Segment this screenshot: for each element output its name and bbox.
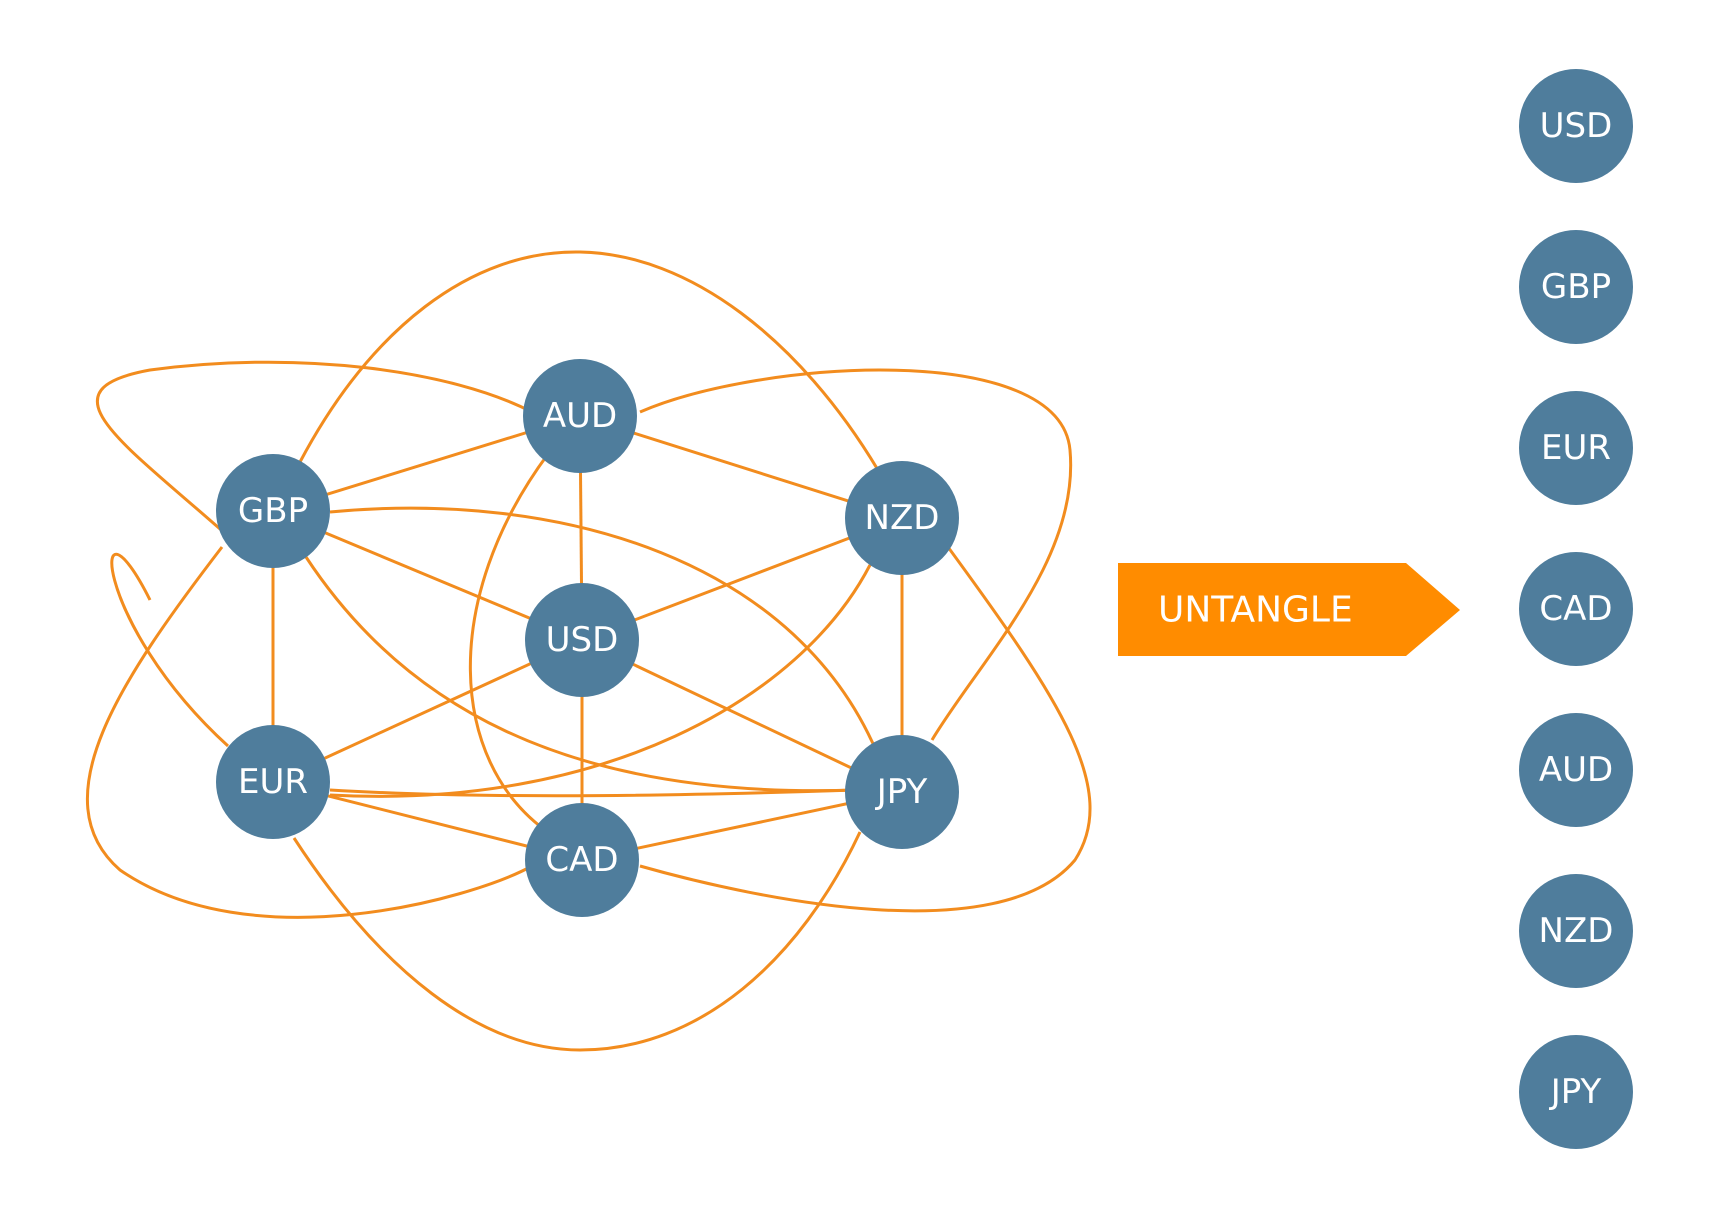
graph-node-aud: AUD [523, 359, 637, 473]
list-node-label: JPY [1549, 1072, 1602, 1112]
list-node-circle [1519, 552, 1633, 666]
graph-node-circle [216, 454, 330, 568]
list-node-jpy: JPY [1519, 1035, 1633, 1149]
graph-node-label: EUR [238, 762, 308, 802]
graph-nodes: AUD GBP NZD USD EUR JPY CAD [216, 359, 959, 917]
graph-node-label: GBP [238, 491, 308, 531]
edge-usd-nzd [581, 516, 903, 642]
list-node-label: CAD [1539, 589, 1612, 629]
list-node-cad: CAD [1519, 552, 1633, 666]
list-node-circle [1519, 391, 1633, 505]
edge-gbp-jpy-lower-arc [304, 556, 857, 793]
list-node-circle [1519, 69, 1633, 183]
list-node-usd: USD [1519, 69, 1633, 183]
graph-node-circle [845, 735, 959, 849]
graph-node-label: JPY [875, 772, 928, 812]
edge-gbp-aud-outer [298, 250, 880, 471]
untangle-arrow-label: UNTANGLE [1158, 590, 1353, 631]
list-node-label: EUR [1541, 428, 1611, 468]
graph-node-label: AUD [543, 396, 617, 436]
list-node-label: USD [1540, 106, 1613, 146]
list-node-label: NZD [1539, 911, 1614, 951]
graph-node-label: NZD [865, 498, 940, 538]
graph-node-circle [523, 359, 637, 473]
list-node-nzd: NZD [1519, 874, 1633, 988]
graph-node-eur: EUR [216, 725, 330, 839]
list-node-circle [1519, 1035, 1633, 1149]
untangle-arrow-shape [1118, 563, 1460, 656]
graph-node-label: USD [546, 620, 619, 660]
graph-node-nzd: NZD [845, 461, 959, 575]
graph-node-cad: CAD [525, 803, 639, 917]
graph-node-jpy: JPY [845, 735, 959, 849]
edge-gbp-jpy-arc [329, 506, 882, 761]
list-node-circle [1519, 230, 1633, 344]
list-node-eur: EUR [1519, 391, 1633, 505]
edge-usd-jpy [581, 638, 903, 794]
graph-node-gbp: GBP [216, 454, 330, 568]
list-node-gbp: GBP [1519, 230, 1633, 344]
edge-eur-jpy-bottom [292, 831, 862, 1052]
graph-node-label: CAD [545, 840, 618, 880]
sorted-currency-list: USD GBP EUR CAD AUD NZD JPY [1519, 69, 1633, 1149]
edge-eur-jpy-mid [329, 788, 857, 798]
list-node-circle [1519, 713, 1633, 827]
graph-node-circle [845, 461, 959, 575]
list-node-circle [1519, 874, 1633, 988]
list-node-label: GBP [1541, 267, 1611, 307]
graph-node-circle [525, 803, 639, 917]
untangle-arrow: UNTANGLE [1118, 563, 1460, 656]
graph-node-usd: USD [525, 583, 639, 697]
graph-node-circle [525, 583, 639, 697]
edge-nzd-jpy-outer [639, 368, 1073, 741]
edge-gbp-eur-outer [96, 360, 533, 538]
graph-node-circle [216, 725, 330, 839]
list-node-aud: AUD [1519, 713, 1633, 827]
graph-edges [85, 250, 1092, 1052]
list-node-label: AUD [1539, 750, 1613, 790]
edge-eur-cad-outer [110, 552, 230, 748]
edge-cad-jpy-lower [639, 546, 1092, 913]
edge-eur-jpy-lower [85, 546, 533, 919]
